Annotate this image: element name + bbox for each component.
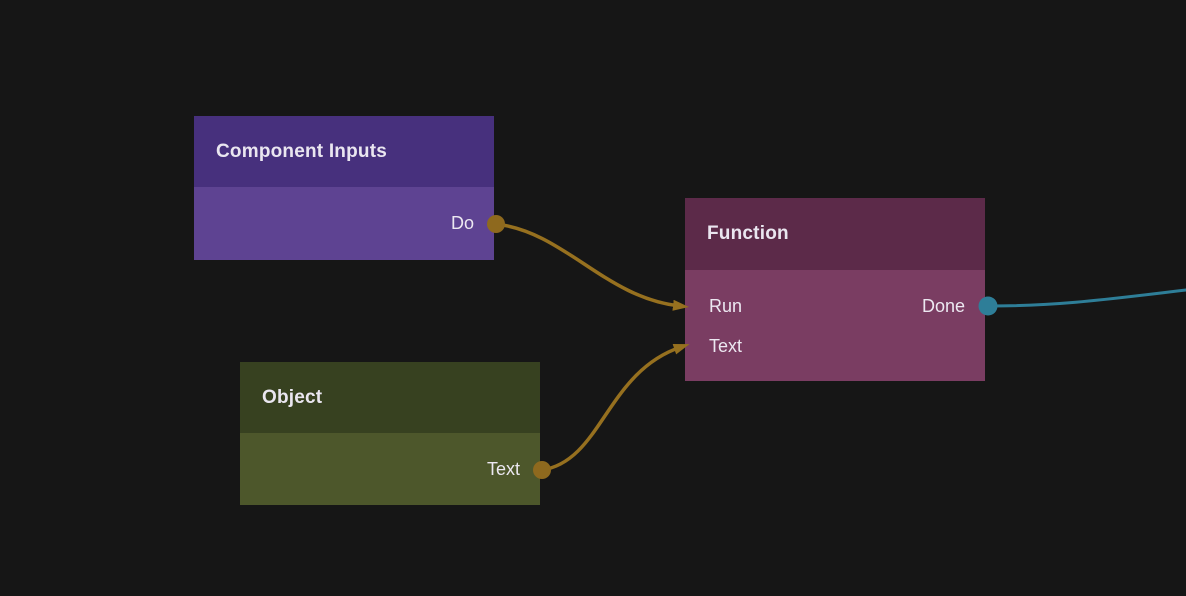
port-row-text: Text	[709, 326, 965, 366]
output-port-label-text: Text	[486, 458, 520, 479]
node-function[interactable]: Function Run Done Text	[685, 198, 985, 381]
port-row-run-done: Run Done	[709, 286, 965, 326]
output-port-label-do: Do	[450, 213, 474, 233]
node-object-header[interactable]: Object	[240, 362, 540, 433]
node-component-inputs-title: Component Inputs	[216, 140, 388, 162]
output-port-done[interactable]	[978, 296, 998, 316]
node-function-body: Run Done Text	[685, 270, 985, 381]
wire-do-to-run[interactable]	[494, 222, 689, 311]
node-component-inputs[interactable]: Component Inputs Do	[194, 116, 494, 260]
output-port-do[interactable]	[487, 215, 505, 233]
node-object[interactable]: Object Text	[240, 362, 540, 505]
output-port-label-done: Done	[921, 295, 965, 316]
wire-done-to-offscreen[interactable]	[986, 288, 1186, 308]
output-port-text[interactable]	[533, 461, 551, 479]
node-function-title: Function	[707, 223, 789, 244]
node-component-inputs-body: Do	[194, 187, 494, 260]
input-port-label-run: Run	[709, 295, 743, 316]
node-component-inputs-header[interactable]: Component Inputs	[194, 116, 494, 187]
node-object-body: Text	[240, 433, 540, 505]
input-port-label-text: Text	[709, 335, 743, 356]
wire-text-to-text[interactable]	[540, 344, 690, 472]
node-function-header[interactable]: Function	[685, 198, 985, 270]
node-object-title: Object	[262, 386, 323, 408]
